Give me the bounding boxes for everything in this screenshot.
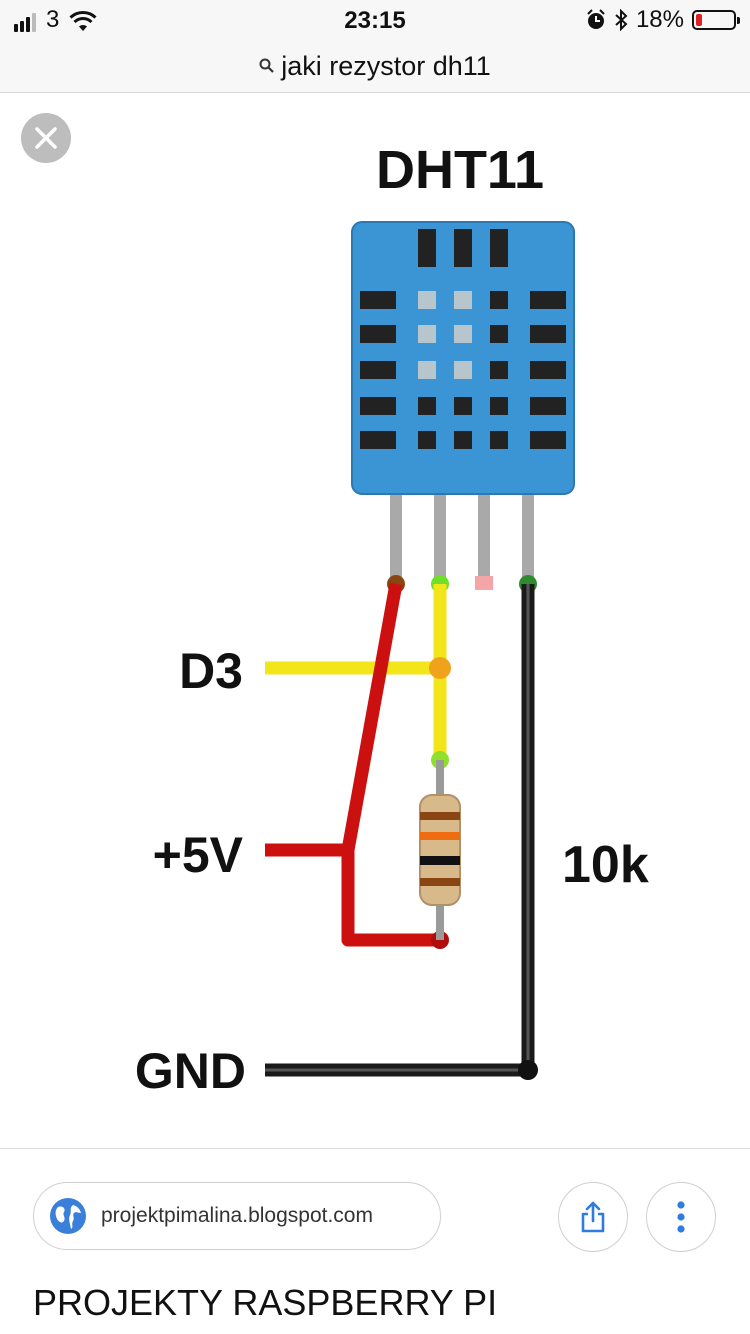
carrier-name: 3 [46,6,60,33]
sensor-vent [490,431,508,449]
sensor-vent [360,325,396,343]
dht11-sensor-body [351,221,575,495]
sensor-vent [454,325,472,343]
sensor-vent [418,397,436,415]
sensor-vent [490,397,508,415]
sensor-vent [530,397,566,415]
status-right: 18% [586,6,740,34]
sensor-vent [418,361,436,379]
sensor-vent [490,291,508,309]
source-link[interactable]: projektpimalina.blogspot.com [33,1182,441,1250]
divider [0,1148,750,1149]
battery-level-fill [696,14,702,26]
battery-percent: 18% [635,6,684,33]
share-button[interactable] [558,1182,628,1252]
wire-power [265,582,449,949]
label-gnd: GND [135,1043,246,1099]
share-icon [581,1201,605,1233]
sensor-pins [390,492,534,584]
sensor-vent [530,291,566,309]
sensor-vent [454,291,472,309]
wire-data [265,584,451,769]
source-domain[interactable]: projektpimalina.blogspot.com [101,1204,373,1227]
status-bar: 3 23:15 18% [0,0,750,40]
sensor-vent [454,431,472,449]
sensor-vent [454,397,472,415]
sensor-vent [360,431,396,449]
battery-icon [692,10,740,30]
clock: 23:15 [344,7,406,34]
sensor-vent [490,325,508,343]
wire-ground [265,584,538,1080]
close-icon [35,127,57,149]
label-5v: +5V [153,827,244,883]
image-viewer: DHT11 [0,93,750,1148]
more-vertical-icon [677,1201,685,1233]
search-query[interactable]: jaki rezystor dh11 [281,50,491,81]
sensor-vent [418,291,436,309]
status-left: 3 [14,8,97,32]
diagram-title: DHT11 [376,140,544,200]
dht11-wiring-diagram: DHT11 [135,140,649,1099]
sensor-vent [454,361,472,379]
label-d3: D3 [179,643,243,699]
sensor-vent [360,361,396,379]
wifi-icon [69,10,97,31]
resistor-10k [419,760,461,940]
sensor-vent [530,325,566,343]
globe-icon [50,1198,86,1234]
sensor-vent [360,291,396,309]
pin-markers [387,575,537,593]
bluetooth-icon [615,9,628,31]
sensor-vent [530,361,566,379]
search-icon [259,58,274,73]
search-bar[interactable]: jaki rezystor dh11 [0,40,750,93]
sensor-vent [490,361,508,379]
sensor-vent [530,431,566,449]
close-button[interactable] [21,113,71,163]
more-options-button[interactable] [646,1182,716,1252]
sensor-vent [360,397,396,415]
alarm-icon [587,9,605,29]
label-resistor-value: 10k [562,836,649,894]
sensor-vent [418,325,436,343]
signal-icon [14,12,36,32]
sensor-vent [418,431,436,449]
image-caption: PROJEKTY RASPBERRY PI [33,1282,498,1323]
